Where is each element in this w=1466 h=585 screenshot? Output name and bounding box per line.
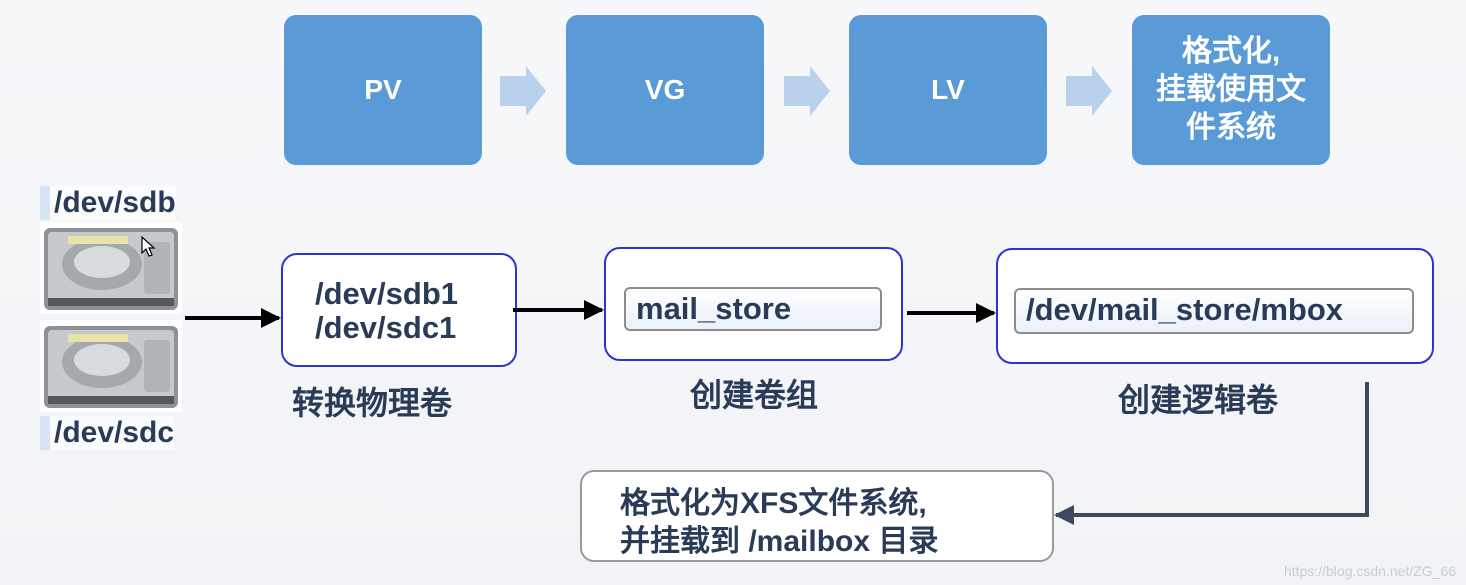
format-mount-box: 格式化为XFS文件系统, 并挂载到 /mailbox 目录 — [580, 470, 1054, 562]
device-label-sdc: /dev/sdc — [40, 416, 175, 450]
device-label-sdb: /dev/sdb — [40, 186, 176, 220]
caption-lv: 创建逻辑卷 — [1118, 382, 1279, 418]
hard-disk-icon — [40, 320, 182, 412]
logical-volume-path: /dev/mail_store/mbox — [1014, 288, 1414, 334]
pv-sdb1: /dev/sdb1 — [315, 276, 458, 311]
mount-line: 并挂载到 /mailbox 目录 — [620, 525, 939, 558]
logical-volume-box: /dev/mail_store/mbox — [996, 248, 1434, 364]
mouse-cursor-icon — [141, 236, 156, 257]
chevron-right-icon — [784, 66, 830, 116]
caption-vg: 创建卷组 — [690, 377, 819, 413]
caption-pv: 转换物理卷 — [292, 385, 453, 421]
stage-lv: LV — [849, 15, 1047, 165]
volume-group-box: mail_store — [604, 247, 903, 361]
watermark: https://blog.csdn.net/ZG_66 — [1284, 563, 1456, 579]
chevron-right-icon — [500, 66, 546, 116]
format-line: 格式化为XFS文件系统, — [620, 487, 927, 520]
volume-group-name: mail_store — [624, 287, 882, 331]
arrow-lv-to-format — [1054, 382, 1369, 525]
stage-mount: 格式化, 挂载使用文 件系统 — [1132, 15, 1330, 165]
pv-sdc1: /dev/sdc1 — [315, 310, 457, 345]
stage-pv: PV — [284, 15, 482, 165]
chevron-right-icon — [1066, 66, 1112, 116]
stage-vg: VG — [566, 15, 764, 165]
